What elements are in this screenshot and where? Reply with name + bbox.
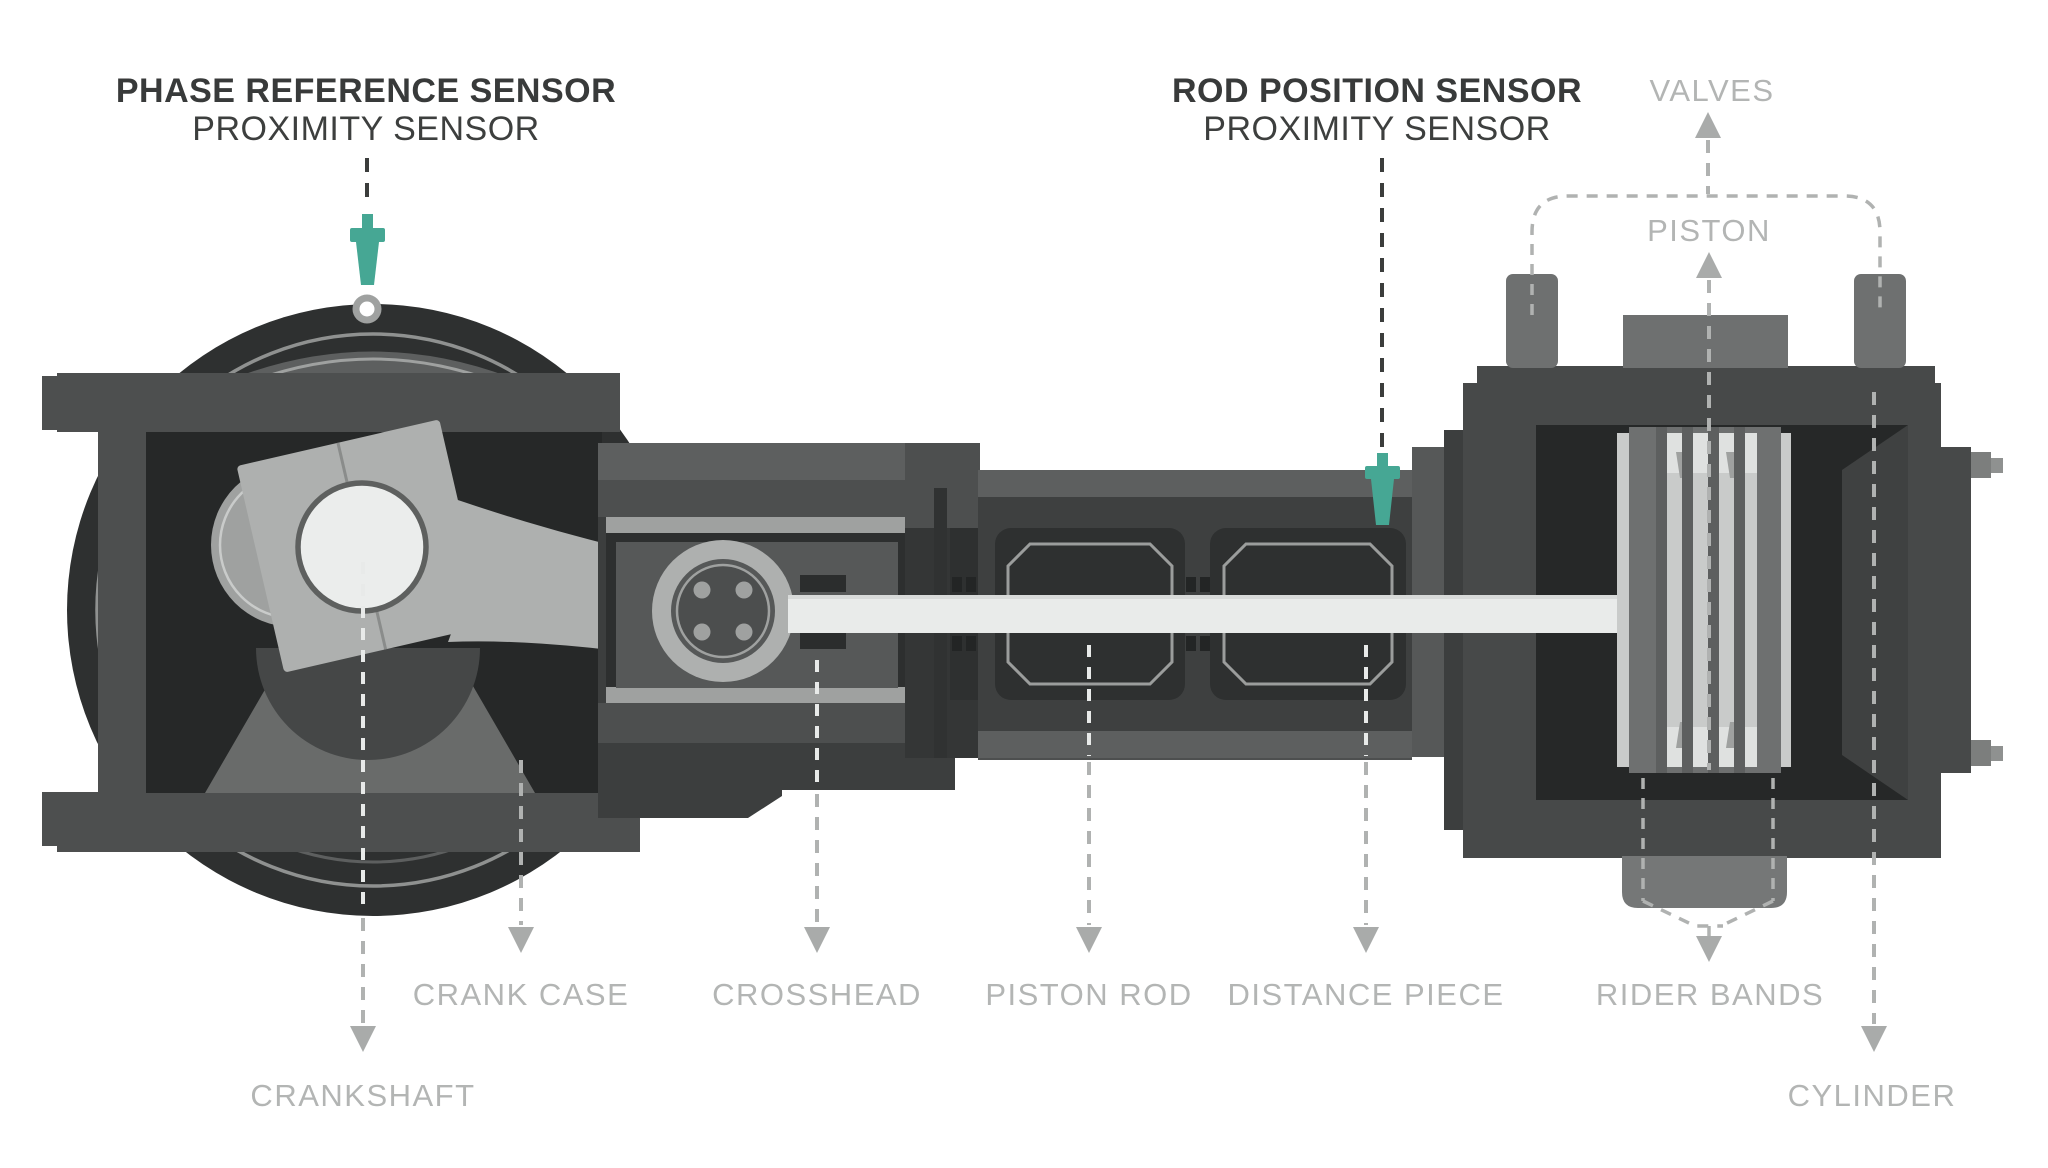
phase-reference-sensor-subtitle: PROXIMITY SENSOR (192, 110, 540, 148)
piston-rod-arrow (1076, 927, 1102, 953)
piston-shape (1617, 427, 1791, 773)
rod-position-sensor-subtitle: PROXIMITY SENSOR (1203, 110, 1551, 148)
cylinder-bottom-flange (1622, 856, 1787, 908)
phase-reference-sensor-icon (350, 214, 385, 285)
cylinder-top-flange (1623, 315, 1788, 368)
rod-packing-seals (952, 577, 1210, 651)
crosshead (616, 540, 898, 688)
phase-target-dot (352, 294, 382, 324)
piston-rod-shape (788, 595, 1629, 633)
distance-piece-arrow (1353, 927, 1379, 953)
cylinder-label: CYLINDER (1787, 1078, 1957, 1113)
rider-bands-callout-frame (1641, 778, 1775, 936)
crankshaft-journal-assembly (211, 420, 487, 672)
rider-bands-label: RIDER BANDS (1595, 977, 1825, 1012)
crank-case-arrow (508, 927, 534, 953)
crankshaft-label: CRANKSHAFT (250, 1078, 476, 1113)
rider-bands-arrow (1696, 936, 1722, 962)
distance-piece-label: DISTANCE PIECE (1227, 977, 1505, 1012)
phase-reference-sensor-title: PHASE REFERENCE SENSOR (115, 72, 617, 110)
crosshead-arrow (804, 927, 830, 953)
crankshaft-arrow (350, 1026, 376, 1052)
valve-pocket-left (1506, 274, 1558, 368)
piston-rod-label: PISTON ROD (985, 977, 1193, 1012)
cylinder-arrow (1861, 1026, 1887, 1052)
rod-position-sensor-title: ROD POSITION SENSOR (1172, 72, 1582, 110)
crosshead-label: CROSSHEAD (712, 977, 922, 1012)
piston-arrow-up (1696, 252, 1722, 278)
crank-case-label: CRANK CASE (412, 977, 630, 1012)
valves-arrow-up (1695, 112, 1721, 138)
cylinder-head-bolts (1971, 452, 2003, 766)
valve-pocket-right (1854, 274, 1906, 368)
valves-callout-frame (1530, 194, 1882, 315)
rod-position-sensor-icon (1365, 453, 1400, 525)
valves-label: VALVES (1649, 73, 1775, 108)
piston-label: PISTON (1647, 213, 1771, 248)
